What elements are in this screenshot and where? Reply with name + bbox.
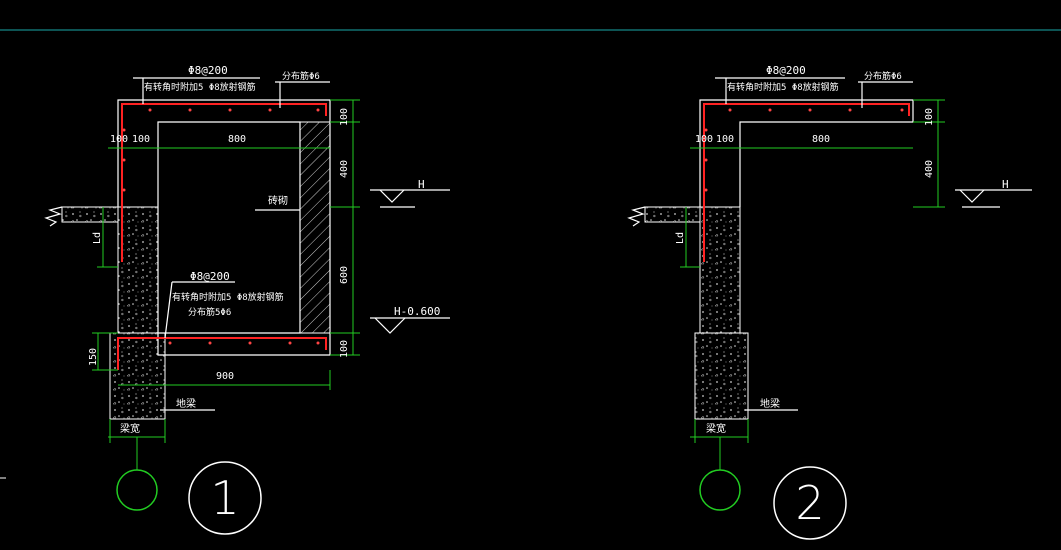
detail-number-2: 2: [795, 476, 824, 530]
bottom-rebar-line: [117, 337, 327, 370]
break-line: [44, 206, 63, 227]
concrete-wall-2: [699, 206, 741, 334]
dim-100-a: 100: [110, 134, 128, 145]
level-h-2: H: [1002, 178, 1009, 191]
bottom-dist-rebar: 分布筋5Φ6: [188, 306, 231, 318]
dim-100-bottom: 100: [339, 340, 350, 358]
beam-width-label-2: 梁宽: [706, 422, 726, 435]
ground-beam: [109, 332, 166, 420]
bottom-corner-note: 有转角时附加5 Φ8放射钢筋: [172, 291, 284, 303]
dist-rebar-label-2: 分布筋Φ6: [864, 70, 902, 82]
beam-width-label: 梁宽: [120, 422, 140, 435]
dim-100-b: 100: [132, 134, 150, 145]
dim-100-b-2: 100: [716, 134, 734, 145]
slab-outline-2: [699, 99, 914, 207]
top-rebar-label: Φ8@200: [188, 64, 228, 77]
dim-100-top-2: 100: [924, 108, 935, 126]
dim-800-2: 800: [812, 134, 830, 145]
detail-number-circle-1: [188, 461, 262, 535]
ld-label-2: Ld: [675, 232, 686, 244]
detail-number-circle-2: [773, 466, 847, 540]
dim-600: 600: [339, 266, 350, 284]
grid-bubble-2: [699, 469, 741, 511]
dim-100-top: 100: [339, 108, 350, 126]
dim-400-2: 400: [924, 160, 935, 178]
dist-rebar-label: 分布筋Φ6: [282, 70, 320, 82]
dim-150: 150: [88, 348, 99, 366]
corner-note-2: 有转角时附加5 Φ8放射钢筋: [727, 81, 839, 93]
brick-wall: [299, 121, 331, 334]
grid-bubble-1: [116, 469, 158, 511]
dim-400: 400: [339, 160, 350, 178]
level-h2: H-0.600: [394, 305, 440, 318]
top-rebar-line-2: [703, 103, 910, 262]
beam-label: 地梁: [176, 397, 196, 410]
ground-soil-2: [644, 206, 701, 223]
detail-number-1: 1: [210, 471, 239, 525]
ld-label: Ld: [92, 232, 103, 244]
ground-beam-2: [694, 332, 749, 420]
concrete-wall: [117, 206, 159, 334]
corner-note: 有转角时附加5 Φ8放射钢筋: [144, 81, 256, 93]
dim-100-a-2: 100: [695, 134, 713, 145]
ground-soil: [61, 206, 119, 223]
top-rebar-line: [121, 103, 327, 262]
break-line-2: [627, 206, 646, 227]
detail-1: Φ8@200 有转角时附加5 Φ8放射钢筋 分布筋Φ6 100 100 800 …: [44, 64, 450, 535]
beam-label-2: 地梁: [760, 397, 780, 410]
bottom-rebar-label: Φ8@200: [190, 270, 230, 283]
brick-wall-label: 砖砌: [268, 194, 288, 207]
dim-800: 800: [228, 134, 246, 145]
top-rebar-label-2: Φ8@200: [766, 64, 806, 77]
detail-2: Φ8@200 有转角时附加5 Φ8放射钢筋 分布筋Φ6 100 100 800 …: [627, 64, 1032, 540]
dim-900: 900: [216, 371, 234, 382]
level-h: H: [418, 178, 425, 191]
